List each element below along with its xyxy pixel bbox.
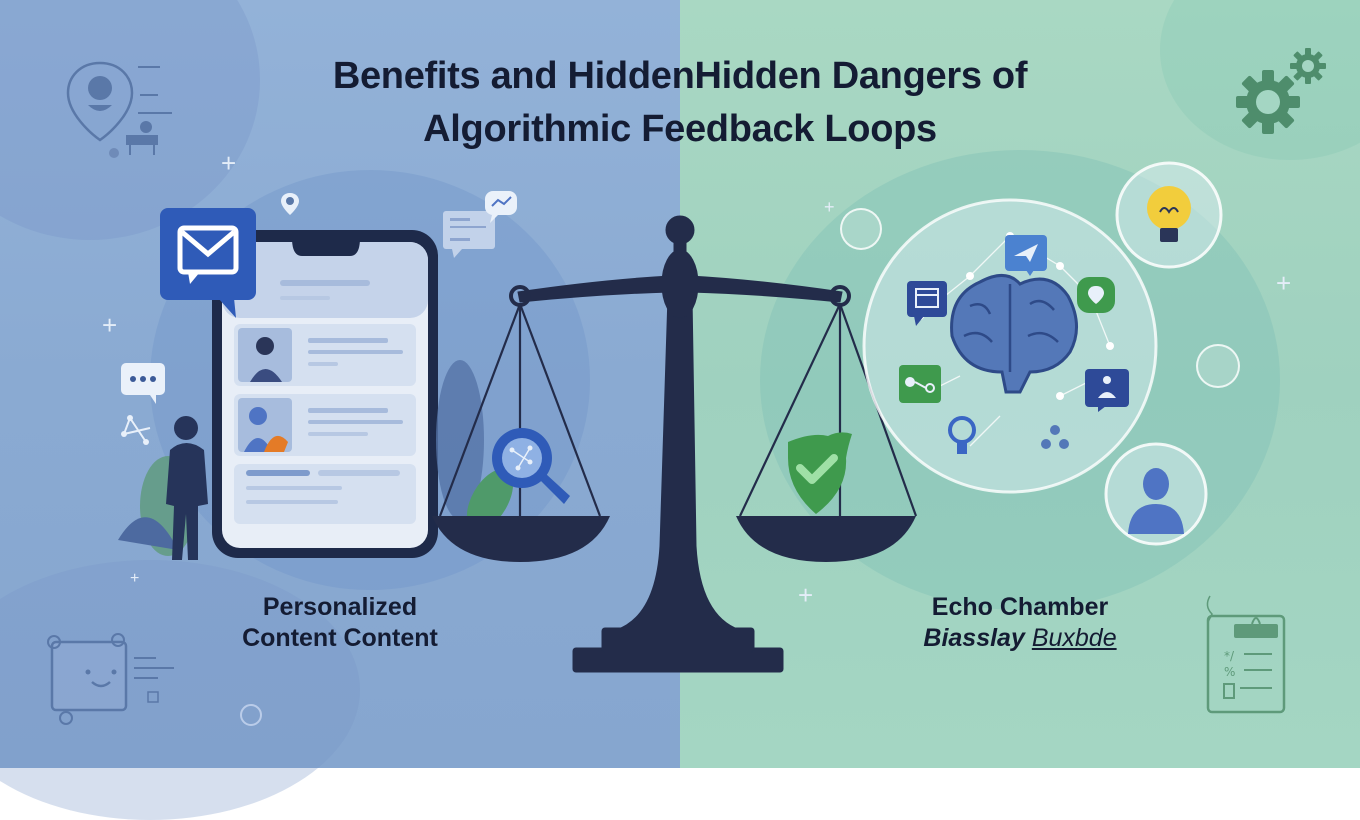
brain-network-bubble <box>862 198 1158 494</box>
right-caption-line-1: Echo Chamber <box>931 593 1109 621</box>
window-chat-icon <box>907 281 947 326</box>
location-pin-icon <box>281 193 299 215</box>
small-bubble <box>840 208 882 250</box>
shield-check-icon[interactable] <box>782 428 858 516</box>
sparkle-icon: + <box>130 570 140 587</box>
title-line-1: Benefits and HiddenHidden Dangers of <box>332 55 1028 97</box>
paper-plane-chat-icon <box>1005 235 1047 276</box>
smartphone-feed <box>212 230 438 558</box>
location-chat-icon <box>1077 277 1115 313</box>
gear-icon <box>1236 70 1300 134</box>
title-line-2: Algorithmic Feedback Loops <box>423 108 937 150</box>
balance-scale <box>432 215 918 673</box>
person-silhouette <box>166 416 208 560</box>
group-chat-icon <box>1085 369 1129 412</box>
sparkle-icon: + <box>798 580 814 610</box>
trend-chat-icon <box>485 191 517 223</box>
lightbulb-bubble-icon <box>1115 161 1223 269</box>
person-bubble-icon <box>1104 442 1208 546</box>
svg-text:*/: */ <box>1224 649 1235 663</box>
left-caption-line-2: Content Content <box>242 624 438 652</box>
right-caption-bold: Biasslay <box>923 624 1025 652</box>
people-network-icon <box>1041 425 1069 449</box>
smiley-sticky-note-icon <box>47 633 174 725</box>
chat-document-icon <box>443 211 495 258</box>
workflow-icon <box>899 365 941 403</box>
left-caption-line-1: Personalized <box>262 593 418 621</box>
svg-text:%: % <box>1224 665 1235 679</box>
sparkle-icon: + <box>102 310 118 340</box>
magnifier-network-icon[interactable] <box>488 424 574 510</box>
idea-bulb-outline-icon <box>948 416 976 454</box>
map-pin-person-icon <box>66 61 172 158</box>
network-node-icon <box>121 415 151 445</box>
page-title: Benefits and HiddenHidden Dangers of Alg… <box>0 50 1360 156</box>
ellipsis-chat-icon <box>121 363 165 404</box>
right-caption-underlined: Buxbde <box>1031 624 1117 652</box>
sparkle-icon: + <box>221 148 237 178</box>
right-caption-line-2: Biasslay Buxbde <box>890 623 1150 654</box>
gear-icon-small <box>1290 48 1326 84</box>
email-chat-icon <box>160 208 256 318</box>
plant-leaves-right <box>436 360 514 531</box>
sparkle-icon: + <box>824 197 835 217</box>
small-bubble <box>1196 344 1240 388</box>
right-caption: Echo Chamber Biasslay Buxbde <box>890 592 1150 654</box>
left-caption: Personalized Content Content <box>200 592 480 654</box>
sparkle-icon: + <box>1276 268 1292 298</box>
clipboard-checklist-icon: */ % <box>1206 595 1286 714</box>
small-bubble <box>240 704 262 726</box>
